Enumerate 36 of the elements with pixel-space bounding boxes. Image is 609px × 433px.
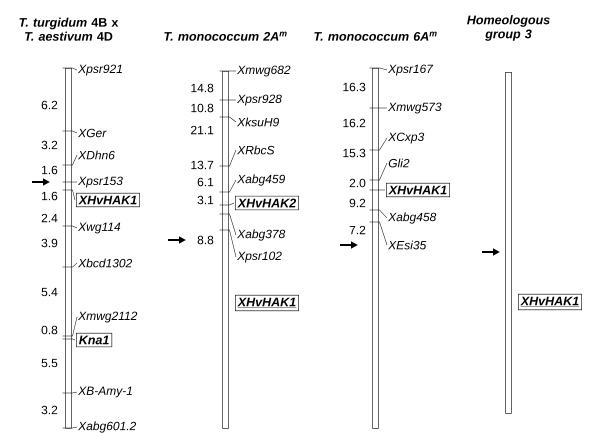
marker-name: Gli2 (388, 158, 410, 168)
distance-value: 15.3 (343, 148, 366, 158)
marker-name: Xabg459 (236, 174, 285, 186)
distance-value: 2.0 (350, 178, 366, 188)
distance-value: 13.7 (191, 160, 214, 170)
marker-name: Xpsr921 (78, 64, 122, 76)
distance-value: 6.1 (198, 178, 214, 186)
chromosome-heading: T. turgidum 4B x T. aestivum 4D (20, 18, 118, 41)
marker-name: Xabg458 (388, 212, 436, 224)
chromosome-heading: T. monococcum 2A$^{m}$ (164, 32, 287, 41)
gene-box: Kna1 (76, 332, 112, 348)
distance-value: 9.2 (350, 198, 366, 208)
marker-name: Xmwg682 (236, 66, 290, 76)
distance-value: 8.8 (198, 236, 214, 244)
distance-value: 5.5 (42, 358, 58, 368)
marker-name: Xabg378 (236, 229, 286, 241)
marker-name: XDhn6 (78, 150, 115, 160)
gene-box: XHvHAK1 (518, 294, 582, 310)
marker-name: Xmwg2112 (78, 312, 138, 322)
marker-name: Xwg114 (78, 222, 120, 234)
gene-box: XHvHAK1 (76, 192, 140, 208)
marker-name: Xpsr167 (388, 64, 434, 76)
chromosome-heading: T. monococcum 6A$^{m}$ (314, 32, 437, 41)
marker-name: Xpsr153 (78, 176, 123, 188)
marker-name: Xabg601.2 (78, 421, 136, 433)
distance-value: 0.8 (42, 326, 58, 334)
distance-value: 1.6 (42, 166, 58, 174)
gene-box: XHvHAK1 (235, 294, 299, 312)
chromosome-heading: Homeologous group 3 (467, 15, 550, 41)
distance-value: 2.4 (42, 214, 58, 222)
gene-box: XHvHAK1 (386, 182, 450, 198)
distance-value: 7.2 (350, 226, 366, 234)
gene-box: XHvHAK2 (235, 196, 299, 210)
marker-name: Xpsr102 (236, 252, 282, 262)
distance-value: 1.6 (42, 192, 58, 200)
distance-value: 3.1 (198, 196, 214, 204)
